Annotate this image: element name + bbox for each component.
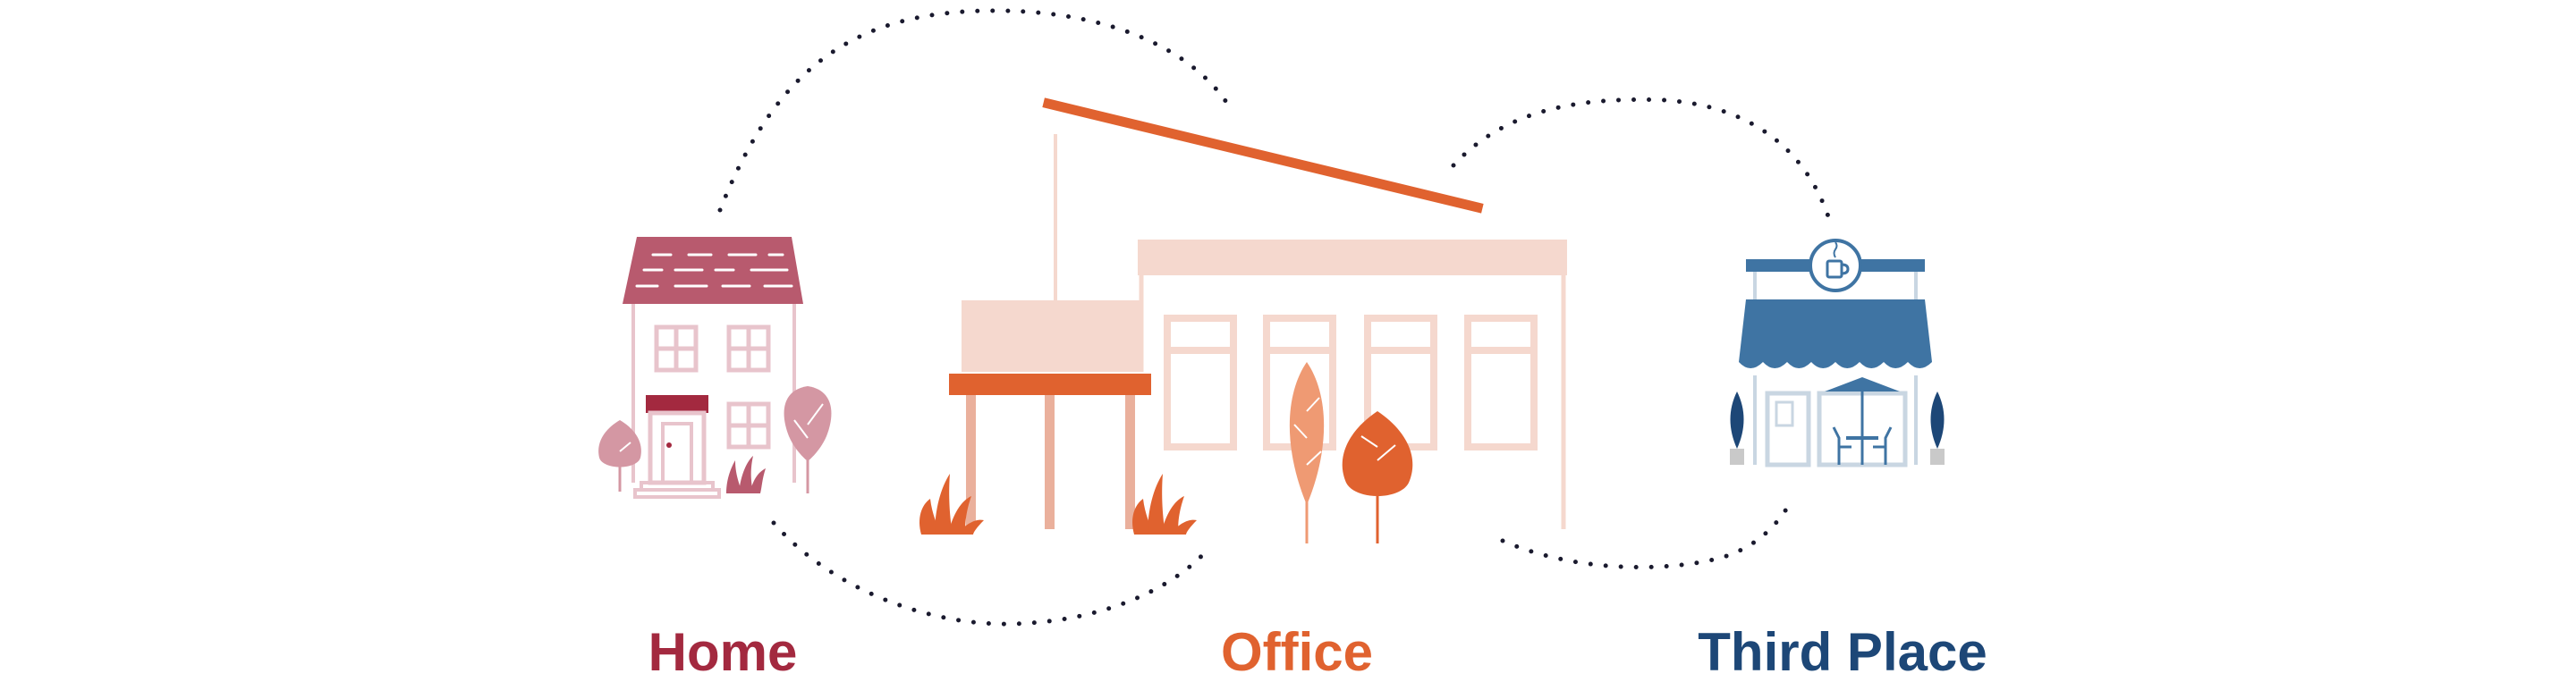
- third-place-label: Third Place: [1698, 622, 1987, 682]
- house-icon: [598, 237, 832, 499]
- cafe-storefront-icon: [1730, 239, 1945, 467]
- arc-office-third-bottom: [1500, 502, 1792, 569]
- home-tree-left: [598, 420, 641, 492]
- office-tree-round: [1342, 411, 1413, 543]
- cafe-plant-left: [1730, 392, 1744, 465]
- dotted-connectors: [717, 8, 1832, 627]
- arc-home-office-bottom: [771, 520, 1210, 627]
- home-tree-right: [784, 386, 832, 493]
- arc-home-office-top: [717, 8, 1235, 213]
- office-roof-line: [1042, 97, 1484, 214]
- home-label: Home: [648, 622, 798, 682]
- office-label: Office: [1220, 622, 1374, 682]
- office-building-icon: [919, 97, 1567, 543]
- home-shrub: [726, 456, 766, 493]
- cafe-plant-right: [1930, 392, 1945, 465]
- office-tree-tall: [1289, 362, 1325, 543]
- door-canopy: [646, 395, 708, 413]
- arc-office-third-top: [1451, 97, 1832, 222]
- office-shrub-right: [1132, 474, 1197, 535]
- office-shrub-left: [919, 474, 984, 535]
- cafe-awning: [1739, 299, 1932, 362]
- coffee-cup-icon: [1809, 239, 1862, 292]
